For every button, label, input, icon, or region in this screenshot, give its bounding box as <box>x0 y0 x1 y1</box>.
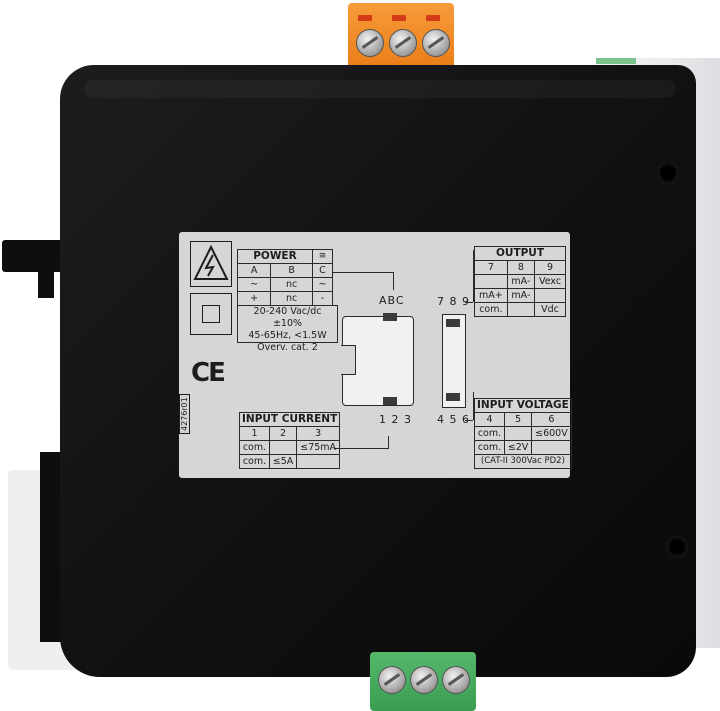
input-voltage-cell <box>503 426 533 441</box>
power-cell: + <box>236 291 272 306</box>
output-cell: com. <box>474 302 508 317</box>
mini-terminal <box>383 313 397 321</box>
power-cell: - <box>311 291 334 306</box>
wire-line <box>473 392 474 420</box>
terminals-abc-label: ABC <box>379 294 405 307</box>
screw-icon <box>422 29 450 57</box>
terminal-slot-mark <box>426 15 440 21</box>
output-cell <box>474 274 508 289</box>
spec-label: CE 4276r01 POWER ≅ A B C ~ nc ~ + nc - <box>179 232 572 478</box>
input-voltage-col: 4 <box>474 412 505 427</box>
wire-line <box>473 250 474 302</box>
input-current-cell: com. <box>239 454 270 469</box>
input-current-cell: ≤5A <box>268 454 298 469</box>
power-cell: ~ <box>236 277 272 292</box>
input-current-col: 3 <box>296 426 341 441</box>
screw-icon <box>356 29 384 57</box>
output-cell: mA- <box>506 288 536 303</box>
module-diagram-right <box>442 314 466 408</box>
screw-icon <box>442 666 470 694</box>
module-diagram-cut <box>341 345 356 375</box>
input-current-col: 1 <box>239 426 270 441</box>
screw-icon <box>389 29 417 57</box>
output-cell: mA- <box>506 274 536 289</box>
input-voltage-note: (CAT-II 300Vac PD2) <box>474 454 572 469</box>
screw-icon <box>378 666 406 694</box>
power-col-c: C <box>311 263 334 278</box>
terminal-slot-mark <box>392 15 406 21</box>
high-voltage-warning-icon <box>190 241 232 287</box>
input-current-cell: ≤75mA <box>296 440 341 455</box>
wire-line <box>465 302 473 303</box>
double-insulation-icon <box>190 293 232 335</box>
terminals-123-label: 1 2 3 <box>379 413 412 426</box>
input-voltage-cell: com. <box>474 440 505 455</box>
terminals-789-label: 7 8 9 <box>437 295 470 308</box>
power-col-b: B <box>270 263 313 278</box>
input-current-cell <box>296 454 341 469</box>
output-cell: mA+ <box>474 288 508 303</box>
output-col: 8 <box>506 260 536 275</box>
housing-green-edge <box>596 58 636 64</box>
input-current-table: INPUT CURRENT 1 2 3 com. ≤75mA com. ≤5A <box>238 412 341 469</box>
output-cell: Vexc <box>534 274 566 289</box>
rail-clip <box>2 240 66 298</box>
output-col: 9 <box>534 260 566 275</box>
output-cell: Vdc <box>534 302 566 317</box>
input-voltage-cell: ≤2V <box>503 440 533 455</box>
wire-line <box>334 448 389 449</box>
input-voltage-title: INPUT VOLTAGE <box>474 398 572 413</box>
terminal-slot-mark <box>358 15 372 21</box>
power-spec-line: Overv. cat. 2 <box>257 342 318 353</box>
output-cell <box>534 288 566 303</box>
output-title: OUTPUT <box>474 246 566 261</box>
terminal-block-bottom <box>370 652 476 711</box>
input-current-col: 2 <box>268 426 298 441</box>
mounting-hole <box>657 162 679 184</box>
mini-terminal <box>446 393 460 401</box>
power-spec-line: 20-240 Vac/dc ±10% <box>253 306 322 329</box>
input-current-cell: com. <box>239 440 270 455</box>
power-cell: nc <box>270 277 313 292</box>
input-voltage-col: 5 <box>503 412 533 427</box>
power-table: POWER ≅ A B C ~ nc ~ + nc - <box>236 249 334 306</box>
wire-line <box>333 272 393 273</box>
output-table: OUTPUT 7 8 9 mA- Vexc mA+ mA- com. Vdc <box>474 246 566 317</box>
input-voltage-cell <box>531 440 572 455</box>
mini-terminal <box>383 397 397 405</box>
terminals-456-label: 4 5 6 <box>437 413 470 426</box>
ac-dc-symbol: ≅ <box>312 249 334 264</box>
wire-line <box>388 436 389 448</box>
input-current-cell <box>268 440 298 455</box>
wire-line <box>465 420 473 421</box>
power-col-a: A <box>236 263 272 278</box>
output-col: 7 <box>474 260 508 275</box>
input-voltage-cell: ≤600V <box>531 426 572 441</box>
power-spec-line: 45-65Hz, <1.5W <box>248 330 327 341</box>
wire-line <box>393 272 394 290</box>
power-cell: ~ <box>311 277 334 292</box>
body-highlight <box>84 80 676 98</box>
input-current-title: INPUT CURRENT <box>238 412 341 427</box>
power-spec-box: 20-240 Vac/dc ±10% 45-65Hz, <1.5W Overv.… <box>237 305 338 353</box>
output-cell <box>506 302 536 317</box>
input-voltage-col: 6 <box>531 412 572 427</box>
mini-terminal <box>446 319 460 327</box>
module-diagram-left <box>341 313 414 406</box>
screw-icon <box>410 666 438 694</box>
power-title: POWER <box>237 249 313 264</box>
terminal-block-top <box>348 3 454 77</box>
input-voltage-table: INPUT VOLTAGE 4 5 6 com. ≤600V com. ≤2V … <box>474 398 572 469</box>
mounting-hole <box>666 536 688 558</box>
ce-mark: CE <box>191 358 226 388</box>
label-code: 4276r01 <box>179 394 190 434</box>
power-cell: nc <box>270 291 313 306</box>
input-voltage-cell: com. <box>474 426 505 441</box>
